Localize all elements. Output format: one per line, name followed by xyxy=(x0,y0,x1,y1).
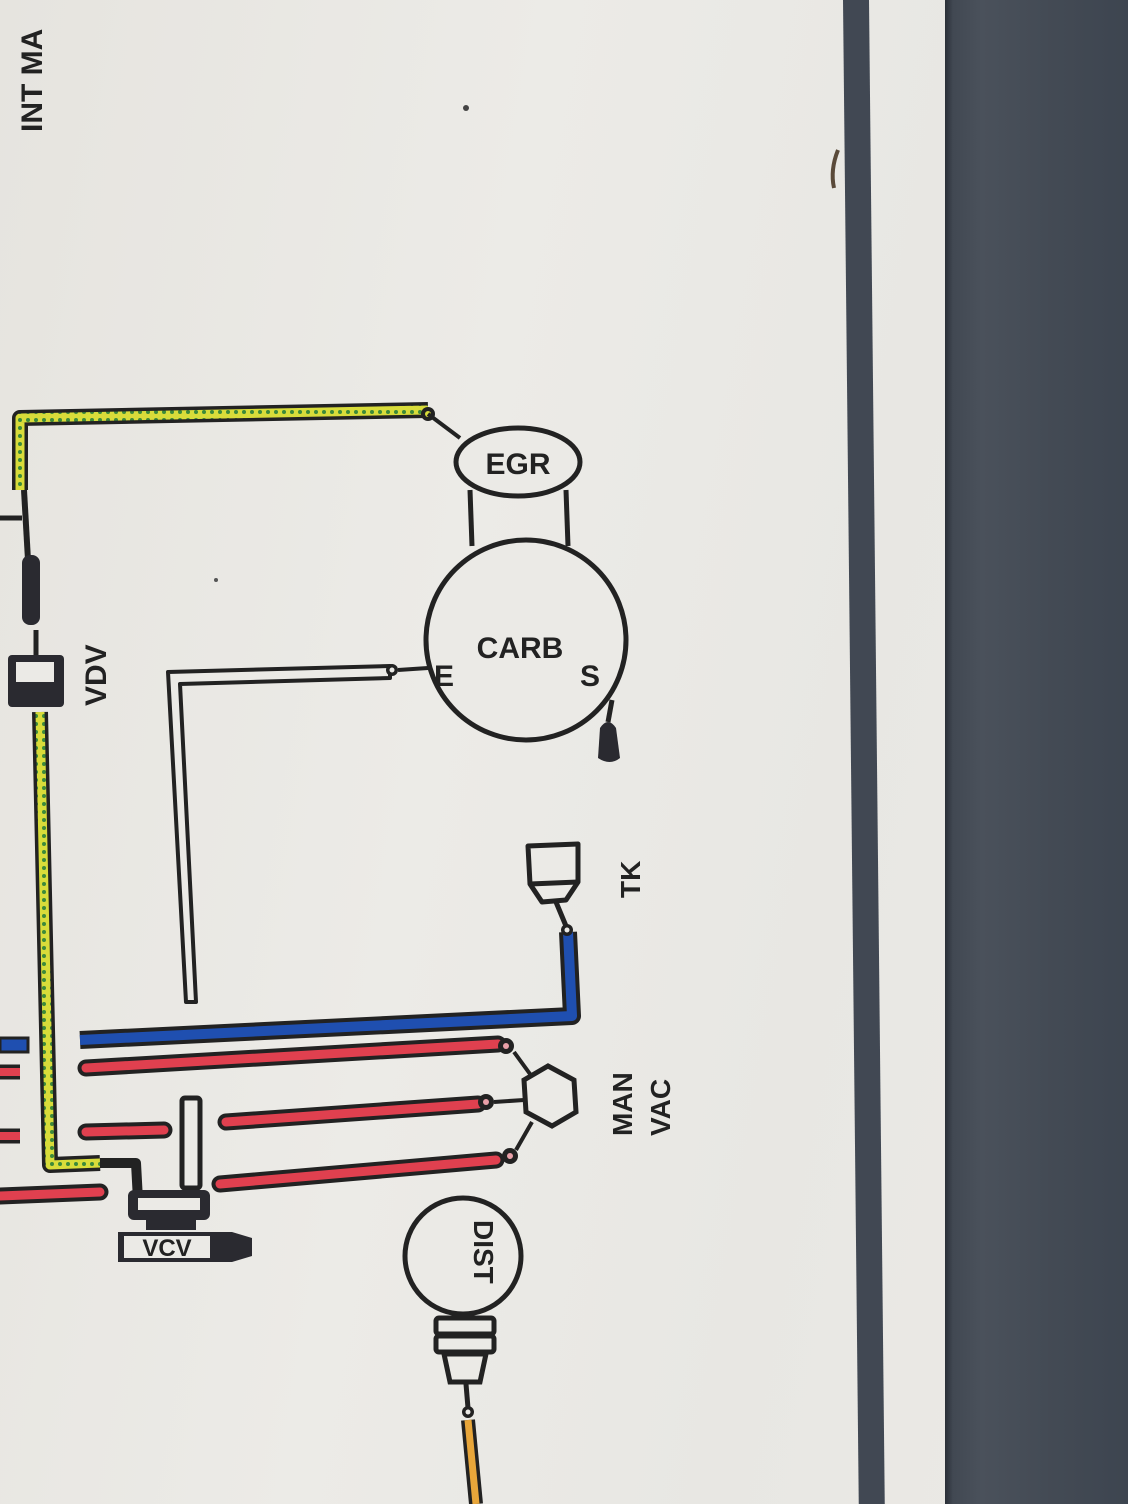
paper-specks xyxy=(214,105,840,582)
carb-component: CARB E S xyxy=(423,537,629,762)
dist-component: DIST xyxy=(402,1195,524,1418)
title-fragment-text: INT MA xyxy=(16,29,49,132)
tk-label: TK xyxy=(615,861,646,898)
hose-yellow-lower xyxy=(32,711,143,1201)
man-vac-label-line2: VAC xyxy=(645,1079,676,1136)
carb-port-s-label: S xyxy=(580,660,600,693)
man-vac-label-line1: MAN xyxy=(607,1072,638,1136)
dist-label: DIST xyxy=(468,1220,499,1284)
vcv-component: VCV xyxy=(118,1095,252,1262)
vcv-label: VCV xyxy=(142,1235,191,1262)
hoses-red xyxy=(0,1035,518,1205)
man-vac-component: MAN VAC xyxy=(493,1050,676,1151)
title-fragment: INT MA xyxy=(16,29,49,132)
egr-component: EGR xyxy=(453,425,583,547)
vdv-label: VDV xyxy=(80,644,113,706)
hose-black-vdv-upper xyxy=(0,489,40,625)
egr-label: EGR xyxy=(485,448,550,481)
tk-component: TK xyxy=(525,841,646,927)
hose-orange xyxy=(461,1419,483,1504)
hose-white-carb-e xyxy=(166,664,429,1004)
vdv-valve: VDV xyxy=(8,630,113,707)
dark-frame-edge xyxy=(945,0,1128,1504)
hose-blue xyxy=(0,924,581,1054)
hose-yellow-top xyxy=(12,402,462,490)
carb-port-e-label: E xyxy=(434,660,454,693)
carb-label: CARB xyxy=(477,632,564,665)
